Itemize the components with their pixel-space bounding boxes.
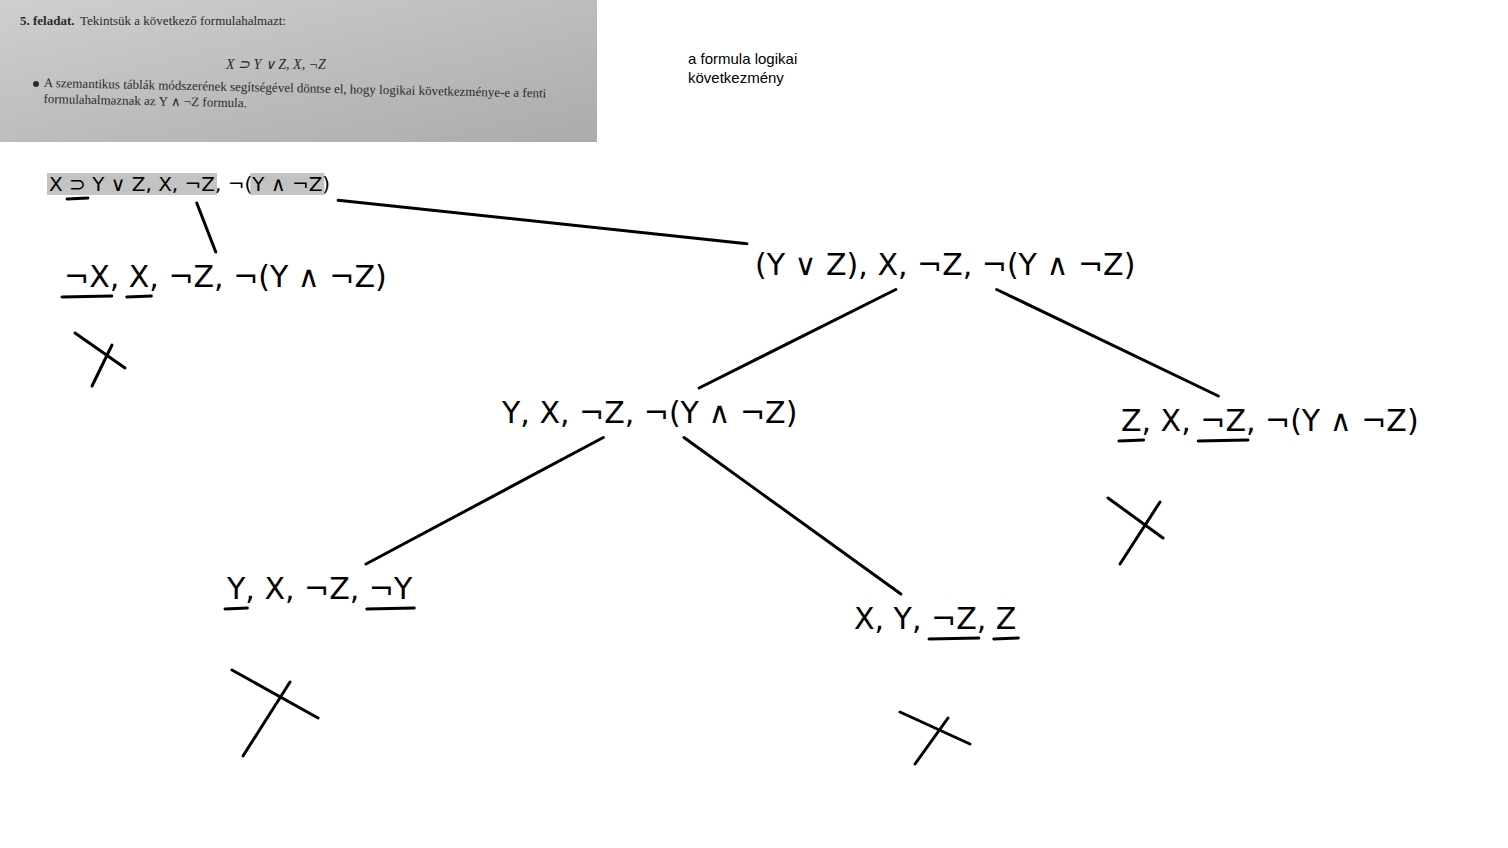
tableau-branch bbox=[366, 438, 603, 565]
tableau-node: (Y ∨ Z), X, ¬Z, ¬(Y ∧ ¬Z) bbox=[751, 244, 1139, 286]
underline bbox=[62, 296, 112, 297]
underline bbox=[67, 198, 88, 199]
closed-branch-cross bbox=[75, 333, 1163, 764]
tableau-node: Y, X, ¬Z, ¬(Y ∧ ¬Z) bbox=[498, 392, 801, 434]
formula-set: Z, X, ¬Z, ¬(Y ∧ ¬Z) bbox=[1121, 402, 1419, 440]
tableau-branch bbox=[338, 200, 747, 243]
formula-set: (Y ∨ Z), X, ¬Z, ¬(Y ∧ ¬Z) bbox=[755, 246, 1135, 284]
tableau-node: Z, X, ¬Z, ¬(Y ∧ ¬Z) bbox=[1117, 400, 1423, 442]
bullet bbox=[33, 81, 39, 87]
formula-set: ¬X, X, ¬Z, ¬(Y ∧ ¬Z) bbox=[64, 258, 387, 296]
answer-note: a formula logikai következmény bbox=[688, 50, 838, 88]
tableau-node: Y, X, ¬Z, ¬Y bbox=[223, 568, 416, 610]
task-photo bbox=[0, 0, 597, 142]
underline bbox=[929, 638, 979, 639]
underline bbox=[994, 638, 1019, 639]
formula-set: X ⊃ Y ∨ Z, X, ¬Z, ¬(Y ∧ ¬Z) bbox=[49, 172, 330, 197]
tableau-node: ¬X, X, ¬Z, ¬(Y ∧ ¬Z) bbox=[60, 256, 391, 298]
formula-set: Y, X, ¬Z, ¬Y bbox=[227, 570, 412, 608]
underline bbox=[127, 296, 152, 297]
underline bbox=[367, 608, 414, 609]
formula-set: X, Y, ¬Z, Z bbox=[854, 600, 1016, 638]
tableau-node: X, Y, ¬Z, Z bbox=[850, 598, 1020, 640]
underline bbox=[1119, 440, 1144, 441]
tableau-branch bbox=[197, 203, 216, 252]
tableau-branch bbox=[699, 290, 896, 389]
underline bbox=[225, 608, 247, 609]
tableau-node: X ⊃ Y ∨ Z, X, ¬Z, ¬(Y ∧ ¬Z) bbox=[45, 170, 334, 199]
tableau-branch bbox=[997, 290, 1219, 397]
formula-set: Y, X, ¬Z, ¬(Y ∧ ¬Z) bbox=[502, 394, 797, 432]
task-question: A szemantikus táblák módszerének segítsé… bbox=[43, 75, 574, 119]
annotation-marks bbox=[47, 173, 1248, 639]
task-number: 5. feladat. bbox=[20, 13, 75, 29]
tableau-branch bbox=[684, 438, 901, 595]
formula-set: X ⊃ Y ∨ Z, X, ¬Z bbox=[226, 56, 326, 74]
task-text: Tekintsük a következő formulahalmazt: bbox=[80, 13, 286, 29]
underline bbox=[1198, 440, 1248, 441]
